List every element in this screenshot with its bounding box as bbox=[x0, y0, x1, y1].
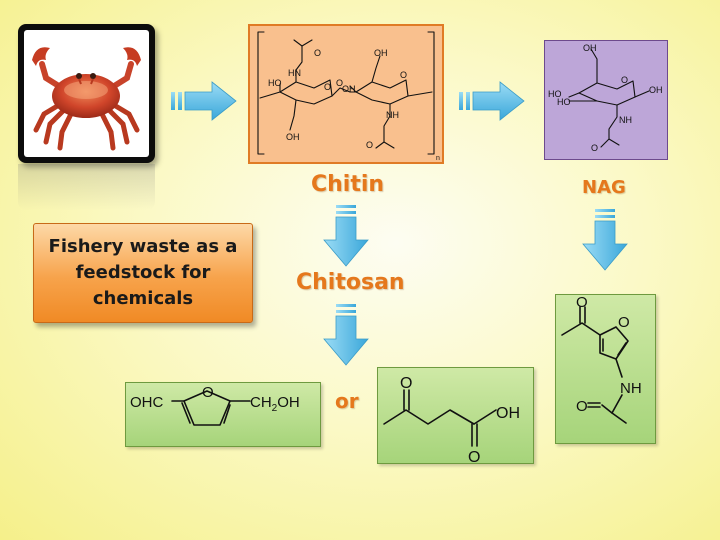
arrow-down-icon bbox=[582, 209, 628, 271]
chitin-atom: OH bbox=[342, 84, 356, 94]
chitin-atom: OH bbox=[374, 48, 388, 58]
chitin-atom: HN bbox=[288, 68, 301, 78]
chitin-atom: O bbox=[314, 48, 321, 58]
chitin-atom: O bbox=[336, 78, 343, 88]
chitin-atom: O bbox=[324, 82, 331, 92]
acetamidofuran-structure: O O NH O bbox=[561, 294, 642, 424]
furan-amide-nh: NH bbox=[620, 380, 642, 397]
hmf-ring-oxygen: O bbox=[202, 384, 214, 401]
arrow-right-icon bbox=[171, 81, 237, 121]
nag-atom: HO bbox=[548, 89, 562, 99]
chitin-repeat-subscript: n bbox=[436, 155, 440, 162]
arrow-down-icon bbox=[323, 205, 369, 267]
nag-atom: O bbox=[621, 75, 628, 85]
chitin-atom: OH bbox=[286, 132, 300, 142]
furan-amide-oxygen: O bbox=[576, 398, 588, 415]
fishery-waste-text: Fishery waste as a feedstock for chemica… bbox=[48, 236, 238, 309]
chitin-atom: NH bbox=[386, 110, 399, 120]
fishery-waste-callout: Fishery waste as a feedstock for chemica… bbox=[33, 223, 253, 323]
levulinic-acid-structure-box: O OH O bbox=[377, 367, 534, 466]
nag-atom: NH bbox=[619, 115, 632, 125]
levulinic-hydroxyl: OH bbox=[496, 405, 520, 422]
crab-reflection bbox=[18, 164, 155, 210]
furan-ketone-oxygen: O bbox=[576, 295, 588, 311]
or-label: or bbox=[335, 389, 359, 413]
nag-structure-box: OH O HO HO OH NH O bbox=[544, 40, 668, 160]
arrow-down-icon bbox=[323, 304, 369, 366]
levulinic-acid-oxygen: O bbox=[468, 449, 480, 463]
nag-atom: OH bbox=[583, 43, 597, 53]
nag-atom: OH bbox=[649, 85, 663, 95]
chitin-structure-box: O O HN OH HO O O OH NH O OH n bbox=[248, 24, 444, 164]
crab-image-frame bbox=[18, 24, 155, 163]
chitin-label: Chitin bbox=[311, 172, 385, 197]
chitin-atom: HO bbox=[268, 78, 282, 88]
acetamidofuran-structure-box: O O NH O bbox=[555, 294, 656, 444]
chitin-atom: O bbox=[366, 140, 373, 150]
hmf-structure-box: OHC O CH2OH bbox=[125, 382, 321, 447]
chitin-atom: O bbox=[400, 70, 407, 80]
crab-image bbox=[24, 30, 149, 157]
levulinic-ketone-oxygen: O bbox=[400, 375, 412, 392]
hmf-left-group: OHC bbox=[130, 394, 164, 411]
nag-atom: HO bbox=[557, 97, 571, 107]
levulinic-acid-structure: O OH O bbox=[383, 375, 520, 466]
nag-structure: OH O HO HO OH NH O bbox=[548, 43, 663, 153]
chitin-structure: O O HN OH HO O O OH NH O OH n bbox=[257, 31, 440, 162]
hmf-right-group: CH2OH bbox=[250, 394, 300, 414]
crab-icon bbox=[32, 47, 141, 151]
arrow-right-icon bbox=[459, 81, 525, 121]
chitosan-label: Chitosan bbox=[296, 270, 405, 295]
furan-ring-oxygen: O bbox=[618, 314, 630, 331]
nag-atom: O bbox=[591, 143, 598, 153]
hmf-structure: OHC O CH2OH bbox=[130, 384, 300, 426]
nag-label: NAG bbox=[582, 177, 626, 198]
